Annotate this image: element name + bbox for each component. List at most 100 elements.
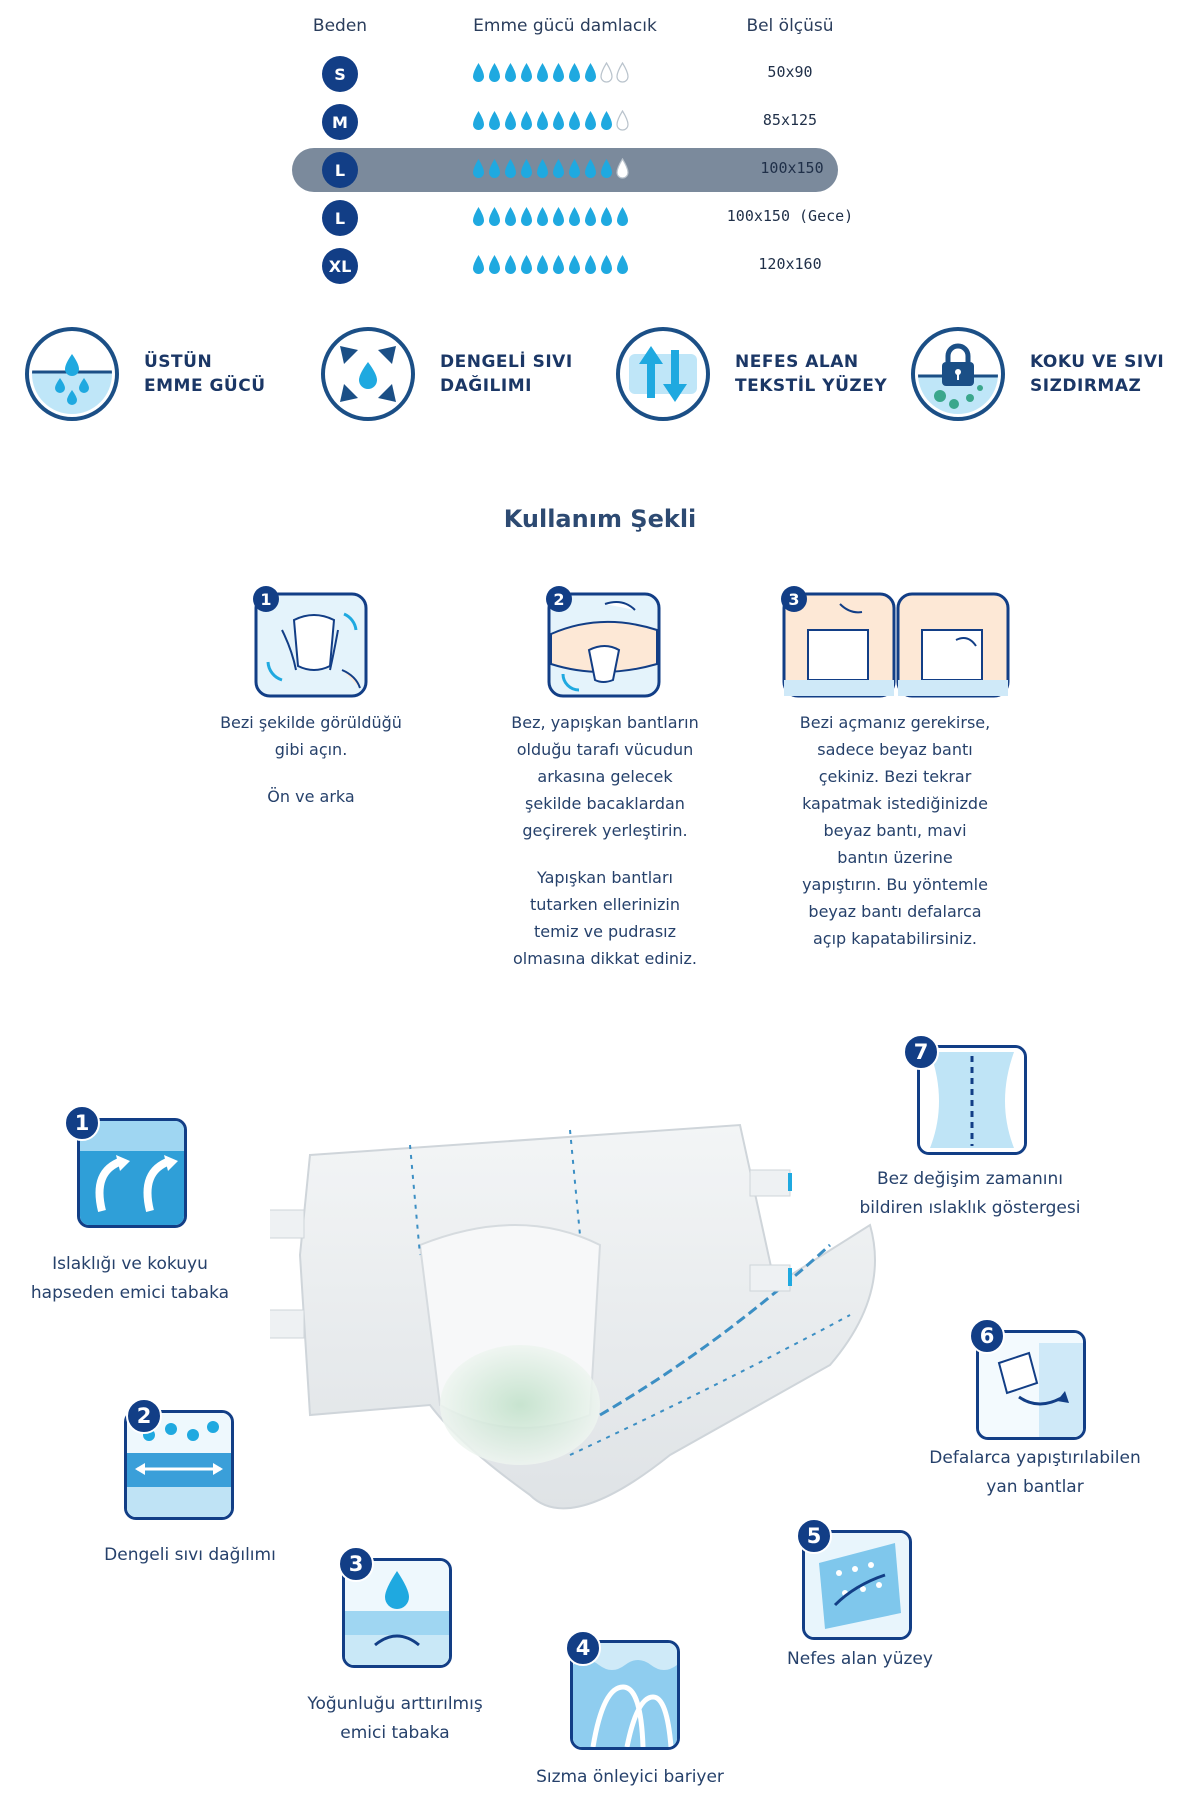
drop-filled-icon <box>601 111 612 130</box>
drop-filled-icon <box>601 255 612 274</box>
drop-filled-icon <box>537 63 548 82</box>
step-3-number: 3 <box>781 586 807 612</box>
step-2-number: 2 <box>546 586 572 612</box>
drop-filled-icon <box>489 63 500 82</box>
drop-filled-icon <box>569 111 580 130</box>
waist-size: 100x150 (Gece) <box>726 207 854 225</box>
waist-size: 85x125 <box>762 111 818 129</box>
step-2-text: Bez, yapışkan bantların olduğu tarafı vü… <box>490 709 720 972</box>
feature-2-line: Dengeli sıvı dağılımı <box>104 1545 276 1565</box>
feature-7-image <box>917 1045 1027 1155</box>
drop-filled-icon <box>553 159 564 178</box>
drop-filled-icon <box>585 255 596 274</box>
drop-filled-icon <box>473 207 484 226</box>
step-2-line: Yapışkan bantları <box>537 868 673 887</box>
absorption-icon <box>25 327 119 421</box>
feature-7-label: Bez değişim zamanını bildiren ıslaklık g… <box>840 1165 1100 1223</box>
step-2-line: tutarken ellerinizin <box>529 895 680 914</box>
step-1-text: Bezi şekilde görüldüğü gibi açın. Ön ve … <box>206 709 416 810</box>
drop-filled-icon <box>601 159 612 178</box>
feature-1-number: 1 <box>64 1105 100 1141</box>
feature-breathable-line2: TEKSTİL YÜZEY <box>735 376 888 396</box>
step-3-line: bantın üzerine <box>837 848 953 867</box>
dense-core-icon <box>345 1561 449 1665</box>
header-waist: Bel ölçüsü <box>746 16 834 36</box>
feature-6-line: Defalarca yapıştırılabilen <box>929 1448 1141 1468</box>
drop-filled-icon <box>521 255 532 274</box>
feature-distribution-line1: DENGELİ SIVI <box>440 352 573 372</box>
waist-size: 100x150 <box>760 159 824 177</box>
wetness-indicator-icon <box>920 1048 1024 1152</box>
feature-6-image <box>976 1330 1086 1440</box>
feature-2-label: Dengeli sıvı dağılımı <box>80 1541 300 1570</box>
drop-empty-icon <box>616 62 629 83</box>
size-badge: M <box>322 104 358 140</box>
header-absorption: Emme gücü damlacık <box>473 16 657 36</box>
drop-filled-icon <box>505 207 516 226</box>
step-2-line: olduğu tarafı vücudun <box>516 740 694 759</box>
feature-1-line: hapseden emici tabaka <box>30 1283 230 1303</box>
step-3-line: beyaz bantı, mavi <box>823 821 967 840</box>
drop-empty-icon <box>600 62 613 83</box>
step-1-illustration <box>254 592 368 698</box>
step-2-line: arkasına gelecek <box>537 767 673 786</box>
size-row: M 85x125 <box>290 100 850 144</box>
drop-filled-icon <box>521 159 532 178</box>
usage-title: Kullanım Şekli <box>503 505 697 533</box>
step-3-line: kapatmak istediğinizde <box>802 794 988 813</box>
feature-7-line: Bez değişim zamanını <box>876 1169 1064 1189</box>
feature-absorption-line1: ÜSTÜN <box>144 352 213 372</box>
feature-2-number: 2 <box>126 1398 162 1434</box>
drop-empty-icon <box>616 110 629 131</box>
side-tape-icon <box>979 1333 1083 1437</box>
size-badge: L <box>322 152 358 188</box>
drop-filled-icon <box>521 63 532 82</box>
feature-breathable-line1: NEFES ALAN <box>735 352 859 372</box>
waist-size: 120x160 <box>758 255 822 273</box>
drop-filled-icon <box>601 207 612 226</box>
step-1-line: gibi açın. <box>274 740 348 759</box>
drop-filled-icon <box>505 159 516 178</box>
feature-1-line: Islaklığı ve kokuyu <box>52 1254 208 1274</box>
size-row: L 100x150 <box>292 148 838 192</box>
step-3-line: beyaz bantı defalarca <box>808 902 982 921</box>
step-3-text: Bezi açmanız gerekirse, sadece beyaz ban… <box>780 709 1010 952</box>
drop-filled-icon <box>617 207 628 226</box>
drop-filled-icon <box>521 111 532 130</box>
absorption-drops <box>472 158 629 182</box>
feature-5-line: Nefes alan yüzey <box>787 1649 933 1669</box>
drop-empty-icon <box>616 158 629 179</box>
drop-filled-icon <box>617 255 628 274</box>
step-2-line: olmasına dikkat ediniz. <box>513 949 697 968</box>
feature-4-line: Sızma önleyici bariyer <box>536 1767 724 1787</box>
drop-filled-icon <box>553 111 564 130</box>
feature-3-label: Yoğunluğu arttırılmış emici tabaka <box>280 1690 510 1748</box>
drop-filled-icon <box>473 63 484 82</box>
step-3-line: açıp kapatabilirsiniz. <box>812 929 978 948</box>
feature-7-line: bildiren ıslaklık göstergesi <box>859 1198 1081 1218</box>
feature-1-image <box>77 1118 187 1228</box>
drop-filled-icon <box>553 255 564 274</box>
drop-filled-icon <box>585 207 596 226</box>
feature-3-line: emici tabaka <box>340 1723 450 1743</box>
step-1-line: Ön ve arka <box>267 787 355 806</box>
diaper-illustration <box>270 1123 876 1510</box>
drop-filled-icon <box>489 159 500 178</box>
absorption-drops <box>472 254 629 278</box>
waist-size: 50x90 <box>767 63 813 81</box>
drop-filled-icon <box>505 255 516 274</box>
drop-filled-icon <box>473 111 484 130</box>
drop-filled-icon <box>553 63 564 82</box>
drop-filled-icon <box>473 159 484 178</box>
drop-filled-icon <box>537 159 548 178</box>
step-3-line: çekiniz. Bezi tekrar <box>818 767 972 786</box>
absorbent-layer-icon <box>80 1121 184 1225</box>
size-row: S 50x90 <box>290 52 850 96</box>
step-2-line: şekilde bacaklardan <box>525 794 685 813</box>
drop-filled-icon <box>585 111 596 130</box>
lock-icon <box>911 327 1005 421</box>
feature-5-label: Nefes alan yüzey <box>740 1645 980 1674</box>
size-badge: S <box>322 56 358 92</box>
